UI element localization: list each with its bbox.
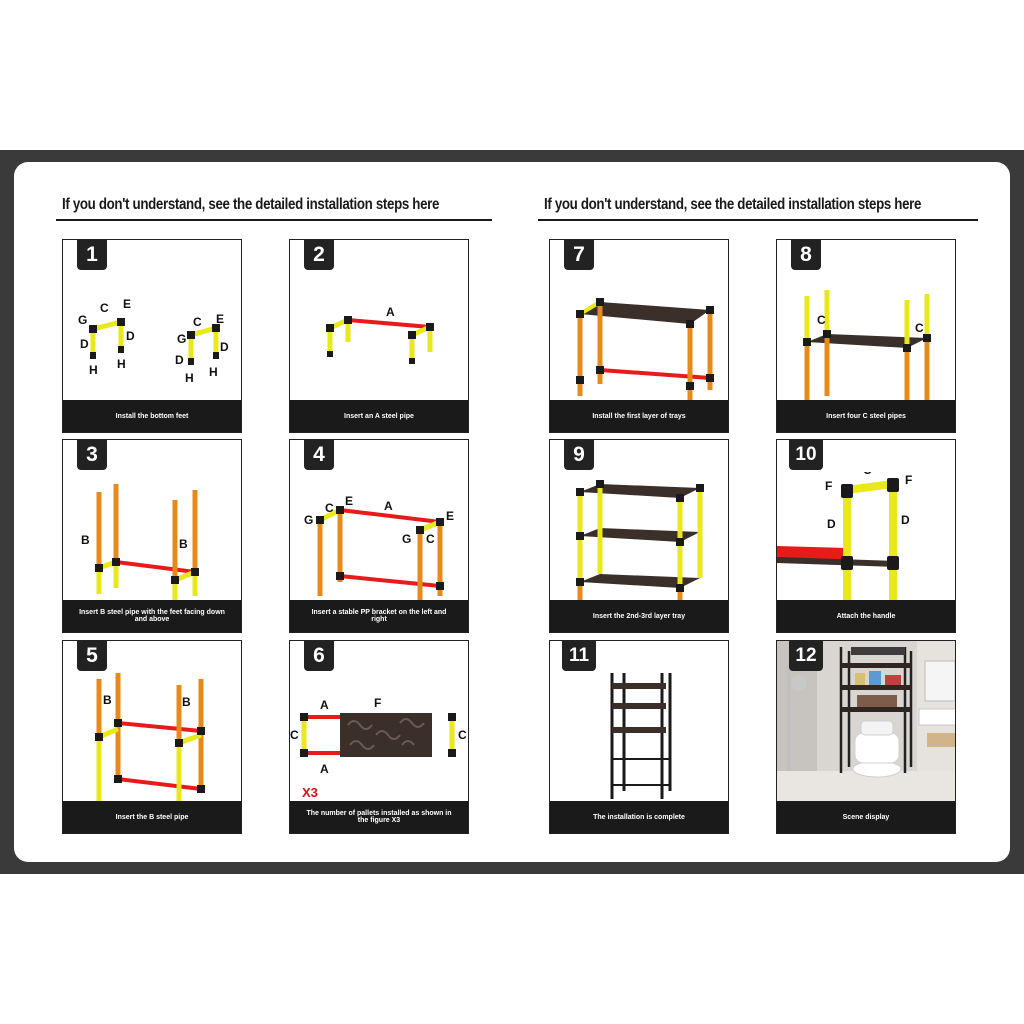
heading-rule-left <box>56 219 492 221</box>
quantity-multiplier: X3 <box>302 785 318 800</box>
step-card-12: 12 Scene display <box>776 640 956 834</box>
step-illustration-complete-rack <box>610 673 672 799</box>
step-illustration-feet: G C E D D H H G C E D D H H <box>78 297 229 385</box>
part-label-c: C <box>426 532 435 546</box>
step-illustration-first-tray <box>576 298 714 402</box>
step-caption: Install the bottom feet <box>63 400 241 432</box>
part-label-d: D <box>220 340 229 354</box>
step-caption: Attach the handle <box>777 600 955 632</box>
part-label-h: H <box>89 363 98 377</box>
step-illustration-pp-bracket: G C E A E G C <box>304 494 454 602</box>
background-frame: If you don't understand, see the detaile… <box>0 150 1024 874</box>
part-label-b: B <box>81 533 90 547</box>
part-label-c: C <box>458 728 467 742</box>
step-caption: The installation is complete <box>550 801 728 833</box>
heading-left: If you don't understand, see the detaile… <box>62 196 440 213</box>
step-card-8: 8 C C Insert four C steel pipes <box>776 239 956 433</box>
step-number: 4 <box>304 440 334 470</box>
step-number: 10 <box>789 440 823 470</box>
part-label-d: D <box>126 329 135 343</box>
part-label-a: A <box>386 305 395 319</box>
step-card-2: 2 A Insert an A steel pipe <box>289 239 469 433</box>
step-card-4: 4 G C E A E G <box>289 439 469 633</box>
step-illustration-b-pipe-frame: B B <box>95 673 205 803</box>
step-illustration-tray-assembly: A A F C C X3 <box>290 696 467 800</box>
step-card-5: 5 B B Insert the B s <box>62 640 242 834</box>
part-label-h: H <box>117 357 126 371</box>
part-label-c: C <box>863 472 872 477</box>
part-label-a: A <box>384 499 393 513</box>
part-label-a: A <box>320 698 329 712</box>
part-label-c: C <box>817 313 826 327</box>
part-label-e: E <box>216 312 224 326</box>
step-number: 2 <box>304 240 334 270</box>
step-illustration-a-pipe: A <box>326 305 434 364</box>
step-number: 8 <box>791 240 821 270</box>
part-label-d: D <box>901 513 910 527</box>
step-caption: The number of pallets installed as shown… <box>290 801 468 833</box>
part-label-c: C <box>915 321 924 335</box>
step-number: 5 <box>77 641 107 671</box>
step-caption: Insert a stable PP bracket on the left a… <box>290 600 468 632</box>
step-card-10: 10 C F F D D Attach the handle <box>776 439 956 633</box>
step-card-11: 11 The installation is complete <box>549 640 729 834</box>
heading-right: If you don't understand, see the detaile… <box>544 196 922 213</box>
step-number: 7 <box>564 240 594 270</box>
instruction-sheet: If you don't understand, see the detaile… <box>14 162 1010 862</box>
step-card-6: 6 A A F C C X3 The number of pallets ins… <box>289 640 469 834</box>
step-caption: Insert the B steel pipe <box>63 801 241 833</box>
part-label-e: E <box>123 297 131 311</box>
part-label-c: C <box>100 301 109 315</box>
part-label-b: B <box>179 537 188 551</box>
part-label-e: E <box>446 509 454 523</box>
part-label-g: G <box>304 513 313 527</box>
part-label-d: D <box>827 517 836 531</box>
heading-rule-right <box>538 219 978 221</box>
scene-photo <box>777 641 955 803</box>
part-label-a: A <box>320 762 329 776</box>
step-number: 11 <box>562 641 596 671</box>
step-caption: Insert an A steel pipe <box>290 400 468 432</box>
step-number: 12 <box>789 641 823 671</box>
step-number: 6 <box>304 641 334 671</box>
part-label-g: G <box>177 332 186 346</box>
part-label-h: H <box>209 365 218 379</box>
part-label-d: D <box>80 337 89 351</box>
step-card-7: 7 Install the first layer of trays <box>549 239 729 433</box>
part-label-c: C <box>193 315 202 329</box>
step-illustration-c-pipes: C C <box>803 290 931 402</box>
step-card-3: 3 B B Insert B steel pipe wit <box>62 439 242 633</box>
part-label-b: B <box>182 695 191 709</box>
step-caption: Install the first layer of trays <box>550 400 728 432</box>
step-caption: Scene display <box>777 801 955 833</box>
part-label-g: G <box>402 532 411 546</box>
part-label-c: C <box>290 728 299 742</box>
step-caption: Insert B steel pipe with the feet facing… <box>63 600 241 632</box>
part-label-h: H <box>185 371 194 385</box>
step-caption: Insert the 2nd-3rd layer tray <box>550 600 728 632</box>
part-label-e: E <box>345 494 353 508</box>
step-card-9: 9 Insert the 2nd-3rd layer <box>549 439 729 633</box>
part-label-b: B <box>103 693 112 707</box>
step-caption: Insert four C steel pipes <box>777 400 955 432</box>
step-illustration-upper-trays <box>576 480 704 602</box>
step-illustration-handle: C F F D D <box>777 472 912 602</box>
part-label-f: F <box>905 473 912 487</box>
step-number: 1 <box>77 240 107 270</box>
part-label-g: G <box>78 313 87 327</box>
part-label-f: F <box>825 479 832 493</box>
part-label-f: F <box>374 696 381 710</box>
step-card-1: 1 G C <box>62 239 242 433</box>
step-illustration-b-pipes: B B <box>81 484 199 602</box>
step-number: 9 <box>564 440 594 470</box>
part-label-c: C <box>325 501 334 515</box>
part-label-d: D <box>175 353 184 367</box>
step-number: 3 <box>77 440 107 470</box>
